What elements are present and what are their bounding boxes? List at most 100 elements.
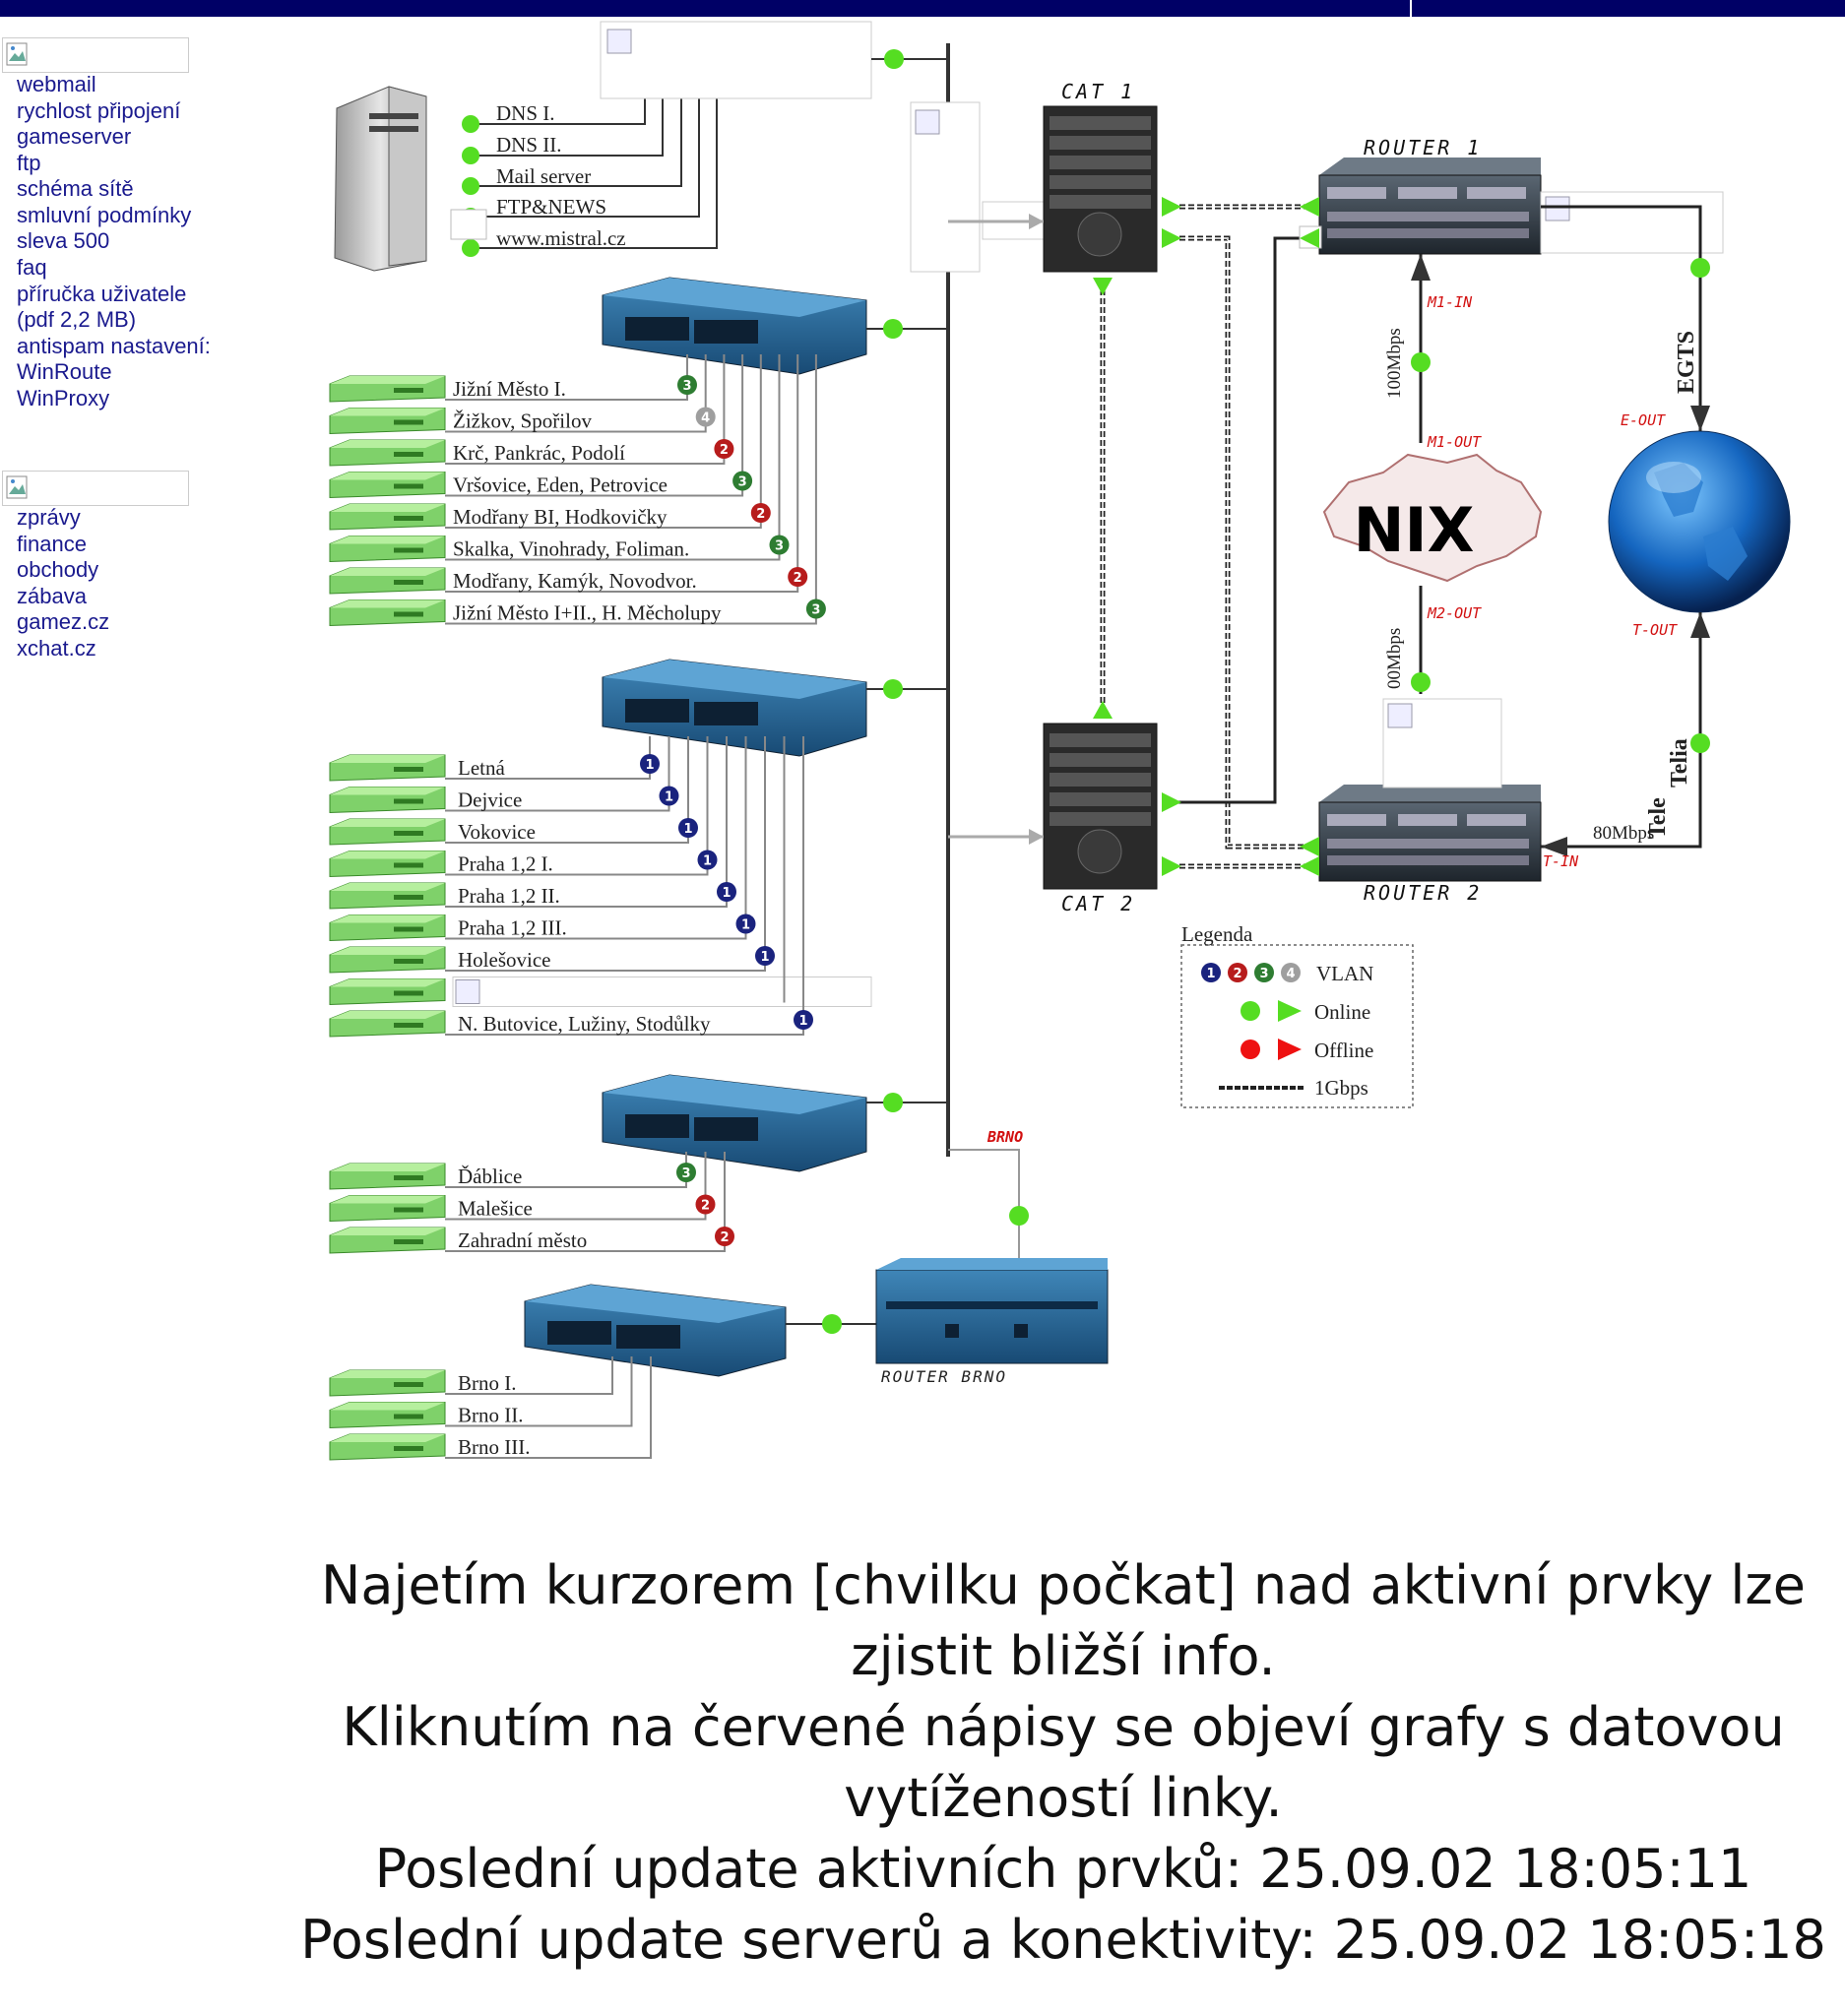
- status-online-dot[interactable]: [884, 49, 904, 69]
- access-node-device[interactable]: [329, 1195, 446, 1223]
- access-node-device[interactable]: [329, 439, 446, 467]
- switch-2[interactable]: [602, 659, 867, 757]
- switch-1[interactable]: [602, 277, 867, 375]
- access-node-label[interactable]: Praha 1,2 III.: [458, 916, 567, 940]
- access-node-device[interactable]: [329, 946, 446, 974]
- access-node-device[interactable]: [329, 882, 446, 910]
- nav-link-zpravy[interactable]: zprávy: [17, 505, 81, 530]
- access-node-device[interactable]: [329, 850, 446, 878]
- link-label-m2-out[interactable]: M2-OUT: [1427, 604, 1482, 622]
- access-node-label[interactable]: Holešovice: [458, 948, 550, 972]
- link-label-t-in[interactable]: T-IN: [1543, 852, 1579, 870]
- access-node-label[interactable]: Jižní Město I+II., H. Měcholupy: [453, 601, 722, 625]
- link-label-brno[interactable]: BRNO: [986, 1128, 1023, 1146]
- access-node-device[interactable]: [329, 914, 446, 942]
- access-node-label[interactable]: Jižní Město I.: [453, 377, 566, 401]
- nav-link-rychlost[interactable]: rychlost připojení: [17, 98, 181, 123]
- nav-link-ftp[interactable]: ftp: [17, 151, 41, 175]
- link-label-t-out[interactable]: T-OUT: [1632, 621, 1678, 639]
- cat-1-switch[interactable]: [1043, 105, 1158, 273]
- access-node-label[interactable]: Brno I.: [458, 1371, 517, 1395]
- nav-link-antispam[interactable]: antispam nastavení:: [17, 334, 211, 358]
- vlan-1-icon: [697, 850, 718, 870]
- internet-globe-icon[interactable]: [1608, 430, 1791, 613]
- access-node-label[interactable]: Malešice: [458, 1197, 533, 1221]
- access-node-label[interactable]: Skalka, Vinohrady, Foliman.: [453, 537, 689, 561]
- server-label[interactable]: www.mistral.cz: [496, 226, 626, 250]
- server-label[interactable]: DNS I.: [496, 101, 555, 125]
- server-tower[interactable]: [334, 86, 427, 272]
- nav-link-winproxy[interactable]: WinProxy: [17, 386, 110, 410]
- access-node-device[interactable]: [329, 754, 446, 782]
- access-node-device[interactable]: [329, 1402, 446, 1429]
- nav-link-podminky[interactable]: smluvní podmínky: [17, 203, 192, 227]
- access-node-device[interactable]: [329, 1163, 446, 1190]
- nav-link-gamez[interactable]: gamez.cz: [17, 609, 110, 634]
- access-node-device[interactable]: [329, 1369, 446, 1397]
- nav-link-finance[interactable]: finance: [17, 532, 87, 556]
- server-label[interactable]: FTP&NEWS: [496, 195, 606, 219]
- access-node-device[interactable]: [329, 567, 446, 595]
- access-node-label[interactable]: Ďáblice: [458, 1165, 522, 1188]
- access-node-device[interactable]: [329, 472, 446, 499]
- access-node-label[interactable]: Vokovice: [458, 820, 536, 844]
- nav-link-winroute[interactable]: WinRoute: [17, 359, 112, 384]
- access-node-device[interactable]: [329, 978, 446, 1006]
- nav-link-xchat[interactable]: xchat.cz: [17, 636, 96, 661]
- access-node-label[interactable]: Dejvice: [458, 788, 522, 812]
- access-node-label[interactable]: Vršovice, Eden, Petrovice: [453, 473, 668, 497]
- status-online-dot[interactable]: [1009, 1206, 1029, 1226]
- access-node-label[interactable]: Praha 1,2 II.: [458, 884, 560, 908]
- nav-link-prirucka[interactable]: příručka uživatele: [17, 282, 187, 306]
- access-node-device[interactable]: [329, 408, 446, 435]
- router-brno[interactable]: [875, 1258, 1109, 1364]
- status-online-dot[interactable]: [1690, 733, 1710, 753]
- access-node-device[interactable]: [329, 503, 446, 531]
- access-node-device[interactable]: [329, 787, 446, 814]
- access-node-device[interactable]: [329, 536, 446, 563]
- server-label[interactable]: Mail server: [496, 164, 591, 188]
- status-online-dot[interactable]: [1411, 672, 1431, 692]
- status-online-dot[interactable]: [822, 1314, 842, 1334]
- link-label-e-out[interactable]: E-OUT: [1621, 411, 1666, 429]
- router-1[interactable]: [1318, 158, 1542, 255]
- nav-link-webmail[interactable]: webmail: [17, 72, 96, 96]
- status-online-dot[interactable]: [1411, 352, 1431, 372]
- access-node-label[interactable]: Brno III.: [458, 1435, 530, 1459]
- cat-2-switch[interactable]: [1043, 723, 1158, 890]
- router-2[interactable]: [1318, 785, 1542, 882]
- link-label-m1-in[interactable]: M1-IN: [1427, 293, 1473, 311]
- access-node-device[interactable]: [329, 599, 446, 627]
- access-node-device[interactable]: [329, 1227, 446, 1254]
- access-node-label[interactable]: Letná: [458, 756, 505, 780]
- access-node-label[interactable]: Žižkov, Spořilov: [453, 410, 592, 433]
- link-label-m1-out[interactable]: M1-OUT: [1427, 433, 1482, 451]
- access-node-label[interactable]: Modřany BI, Hodkovičky: [453, 505, 668, 529]
- access-node-label[interactable]: Praha 1,2 I.: [458, 852, 553, 876]
- nix-exchange[interactable]: [1322, 453, 1543, 583]
- access-node-label[interactable]: Krč, Pankrác, Podolí: [453, 441, 625, 465]
- access-node-label[interactable]: Zahradní město: [458, 1228, 587, 1252]
- nav-link-sleva[interactable]: sleva 500: [17, 228, 110, 253]
- status-online-dot[interactable]: [883, 1093, 903, 1112]
- access-node-device[interactable]: [329, 818, 446, 846]
- access-node-device[interactable]: [329, 375, 446, 403]
- access-node-label[interactable]: Modřany, Kamýk, Novodvor.: [453, 569, 697, 593]
- nav-link-gameserver[interactable]: gameserver: [17, 124, 132, 149]
- access-node-device[interactable]: [329, 1433, 446, 1461]
- nav-link-faq[interactable]: faq: [17, 255, 47, 280]
- server-label[interactable]: DNS II.: [496, 133, 562, 157]
- status-online-dot[interactable]: [1690, 258, 1710, 278]
- status-online-dot[interactable]: [883, 319, 903, 339]
- link-label-egts: EGTS: [1674, 331, 1699, 394]
- access-node-device[interactable]: [329, 1010, 446, 1038]
- access-node-label[interactable]: Brno II.: [458, 1404, 524, 1427]
- nav-link-schema[interactable]: schéma sítě: [17, 176, 134, 201]
- switch-brno[interactable]: [524, 1284, 787, 1377]
- nav-link-zabava[interactable]: zábava: [17, 584, 87, 608]
- nav-link-obchody[interactable]: obchody: [17, 557, 99, 582]
- status-online-dot[interactable]: [883, 679, 903, 699]
- nav-link-prirucka-pdf[interactable]: (pdf 2,2 MB): [17, 307, 137, 332]
- switch-3[interactable]: [602, 1074, 867, 1172]
- access-node-label[interactable]: N. Butovice, Lužiny, Stodůlky: [458, 1012, 711, 1036]
